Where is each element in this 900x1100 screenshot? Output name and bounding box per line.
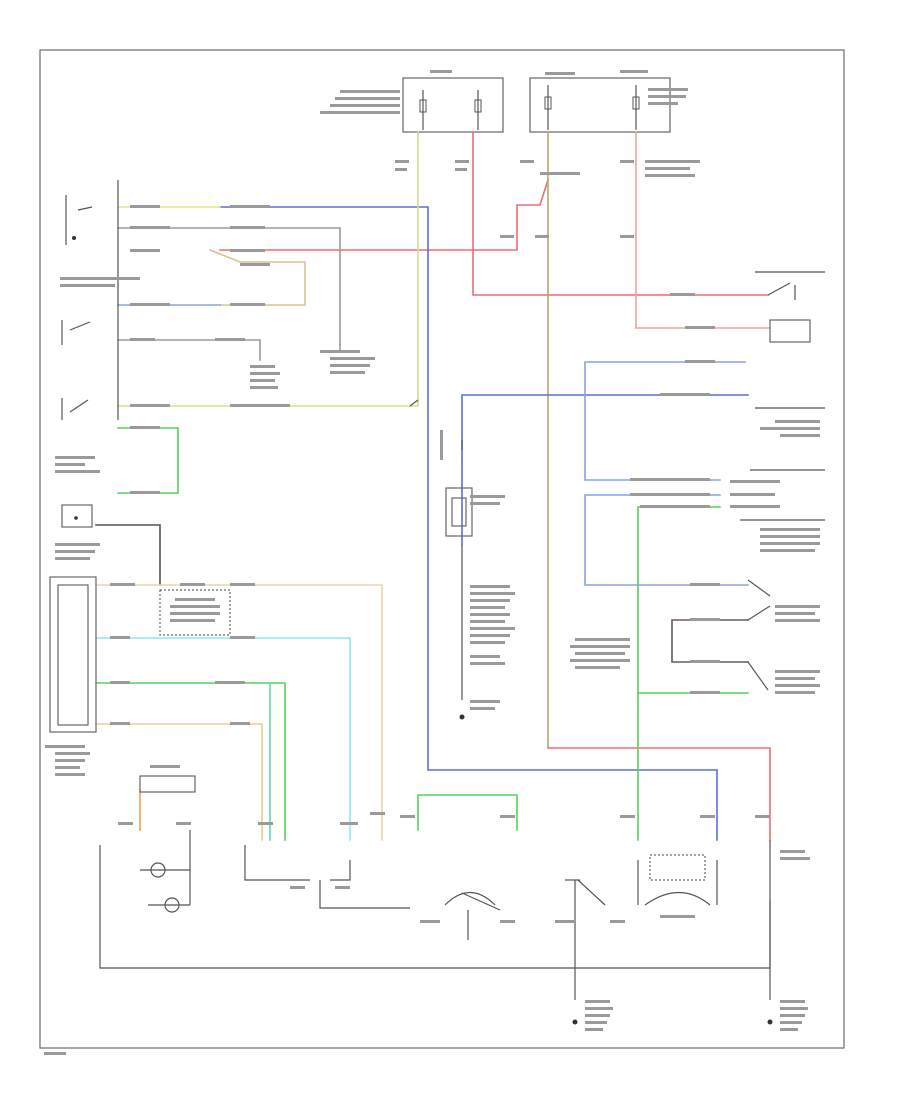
- fuse-box-left: [402, 77, 504, 133]
- wire-gray: [117, 339, 261, 361]
- connector-icon: [61, 504, 93, 528]
- wire-red: [547, 747, 771, 841]
- wire-pink: [635, 131, 771, 329]
- wire-lightblue: [584, 494, 749, 586]
- switch-icon: [65, 195, 93, 245]
- wire-darkgray: [671, 619, 749, 663]
- ground-icon: [459, 714, 465, 720]
- wire-green: [95, 682, 286, 841]
- module-left: [49, 576, 97, 733]
- switch-icon: [61, 320, 91, 345]
- ground-icon: [572, 1019, 773, 1025]
- relay-icon: [159, 589, 231, 636]
- wire-red: [472, 131, 769, 296]
- wire-lightblue: [584, 361, 746, 481]
- wire-blue: [461, 394, 749, 546]
- wire-orange-tan: [95, 723, 263, 841]
- switch-icon: [747, 661, 769, 691]
- fuse-icon: [474, 99, 482, 113]
- wire-cyan: [95, 637, 351, 841]
- wire-green: [117, 427, 179, 494]
- fuse-icon: [419, 99, 427, 113]
- wire-black: [95, 524, 161, 586]
- wire-tan: [95, 584, 383, 841]
- fuse-icon: [544, 96, 552, 110]
- solenoid-icon: [445, 487, 473, 537]
- fuse-icon: [632, 96, 640, 110]
- switch-icon: [61, 398, 89, 420]
- diagram-frame: [39, 49, 845, 1049]
- switch-icon: [767, 282, 796, 300]
- wire-tan: [208, 248, 306, 306]
- switch-icon: [565, 879, 606, 906]
- wire-blue: [219, 206, 718, 841]
- wire-gray: [117, 227, 341, 351]
- connector-icon: [769, 319, 811, 343]
- wire-yellowgreen: [117, 131, 419, 407]
- illegible-labels: [44, 70, 820, 1055]
- relay-icon: [644, 854, 711, 906]
- wire-green: [417, 794, 518, 831]
- wire-red: [219, 178, 550, 251]
- switch-icon: [444, 891, 501, 911]
- wire-green: [637, 506, 721, 841]
- switch-icon: [747, 579, 771, 621]
- motor-icon: [139, 775, 196, 913]
